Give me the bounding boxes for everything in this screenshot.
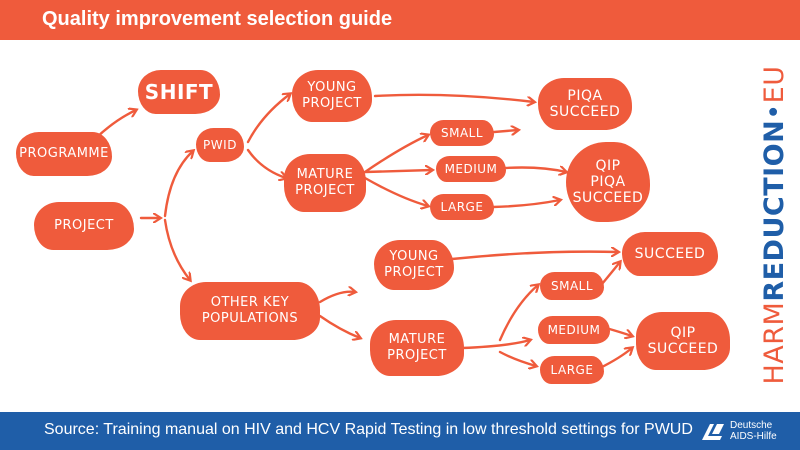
arrow-okp-mature <box>318 314 360 338</box>
programme-label: PROGRAMME <box>19 146 109 161</box>
succeed-node: SUCCEED <box>622 232 718 276</box>
programme-node: PROGRAMME <box>16 132 112 176</box>
arrow-large-qipsucceed <box>598 348 632 370</box>
succeed-label: SUCCEED <box>634 246 706 262</box>
small-node-1: SMALL <box>430 120 494 146</box>
mature-project-2-line1: MATURE <box>388 332 446 347</box>
flow-diagram: SHIFT PROGRAMME PROJECT PWID YOUNG PROJE… <box>0 40 760 412</box>
small-1-label: SMALL <box>440 126 484 140</box>
young-project-2-line2: PROJECT <box>384 265 444 280</box>
source-citation: Source: Training manual on HIV and HCV R… <box>44 421 693 438</box>
arrow-mature-medium <box>363 170 432 172</box>
large-2-label: LARGE <box>550 363 594 377</box>
shift-node: SHIFT <box>138 70 220 114</box>
arrows-layer <box>94 40 760 412</box>
arrow-mature-small <box>363 135 428 174</box>
arrow-mature-medium2 <box>460 340 530 350</box>
footer-bar: Source: Training manual on HIV and HCV R… <box>0 412 800 450</box>
small-2-label: SMALL <box>550 279 594 293</box>
brand-harm: HARM <box>759 301 790 385</box>
qip-piqa-succeed-node: QIP PIQA SUCCEED <box>566 142 650 222</box>
dah-line2: AIDS-Hilfe <box>730 431 777 442</box>
young-project-2-line1: YOUNG <box>389 249 439 264</box>
qip-succeed-node: QIP SUCCEED <box>636 312 730 370</box>
mature-project-1-line1: MATURE <box>296 167 354 182</box>
pwid-label: PWID <box>203 138 237 152</box>
young-project-1-line2: PROJECT <box>302 96 362 111</box>
arrow-young-piqa <box>373 93 534 102</box>
mature-project-1-line2: PROJECT <box>295 183 355 198</box>
medium-node-1: MEDIUM <box>436 156 506 182</box>
project-label: PROJECT <box>54 218 114 233</box>
medium-2-label: MEDIUM <box>547 323 601 337</box>
header-bar: Quality improvement selection guide <box>0 0 800 40</box>
arrow-programme-shift <box>94 110 136 140</box>
mature-project-2-line2: PROJECT <box>387 348 447 363</box>
young-project-1-line1: YOUNG <box>307 80 357 95</box>
piqa-succeed-line1: PIQA <box>567 88 603 104</box>
arrow-mature-small2 <box>498 285 538 342</box>
arrow-medium-qip <box>503 168 566 173</box>
page-title: Quality improvement selection guide <box>42 8 393 30</box>
arrow-okp-young <box>318 292 355 304</box>
arrow-small-out <box>492 130 518 132</box>
large-node-1: LARGE <box>430 194 494 220</box>
other-key-populations-node: OTHER KEY POPULATIONS <box>180 282 320 340</box>
arrow-pwid-mature <box>246 148 286 178</box>
qip-piqa-succeed-line1: QIP <box>595 158 621 174</box>
qip-succeed-line2: SUCCEED <box>647 341 719 357</box>
arrow-split-okp <box>163 218 190 280</box>
small-node-2: SMALL <box>540 272 604 300</box>
medium-node-2: MEDIUM <box>538 316 610 344</box>
arrow-young-succeed <box>450 252 618 261</box>
brand-reduction: REDUCTION <box>759 119 790 302</box>
deutsche-aids-hilfe-logo: Deutsche AIDS-Hilfe <box>700 418 786 444</box>
okp-line1: OTHER KEY <box>210 295 290 310</box>
qip-piqa-succeed-line3: SUCCEED <box>572 190 644 206</box>
young-project-node-2: YOUNG PROJECT <box>374 240 454 290</box>
dah-mark-icon <box>702 424 724 440</box>
pwid-node: PWID <box>196 128 244 162</box>
qip-piqa-succeed-line2: PIQA <box>590 174 626 190</box>
young-project-node-1: YOUNG PROJECT <box>292 70 372 122</box>
medium-1-label: MEDIUM <box>444 162 498 176</box>
arrow-pwid-young <box>246 94 290 144</box>
arrow-mature-large2 <box>498 350 536 366</box>
arrow-mature-large <box>363 176 428 206</box>
qip-succeed-line1: QIP <box>670 325 696 341</box>
mature-project-node-2: MATURE PROJECT <box>370 320 464 376</box>
large-1-label: LARGE <box>440 200 484 214</box>
piqa-succeed-line2: SUCCEED <box>549 104 621 120</box>
brand-text: HARMREDUCTION•EU <box>758 60 792 390</box>
large-node-2: LARGE <box>540 356 604 384</box>
brand-dot: • <box>759 103 790 120</box>
project-node: PROJECT <box>34 202 134 250</box>
dah-line1: Deutsche <box>730 420 773 431</box>
okp-line2: POPULATIONS <box>201 311 299 326</box>
shift-label: SHIFT <box>144 80 214 104</box>
arrow-small-succeed <box>600 262 620 286</box>
harmreduction-eu-logo: HARMREDUCTION•EU <box>758 60 792 390</box>
arrow-large-qip <box>491 200 560 209</box>
brand-eu: EU <box>759 65 790 104</box>
piqa-succeed-node: PIQA SUCCEED <box>538 78 632 130</box>
arrow-split-pwid <box>163 151 193 218</box>
mature-project-node-1: MATURE PROJECT <box>284 154 366 212</box>
